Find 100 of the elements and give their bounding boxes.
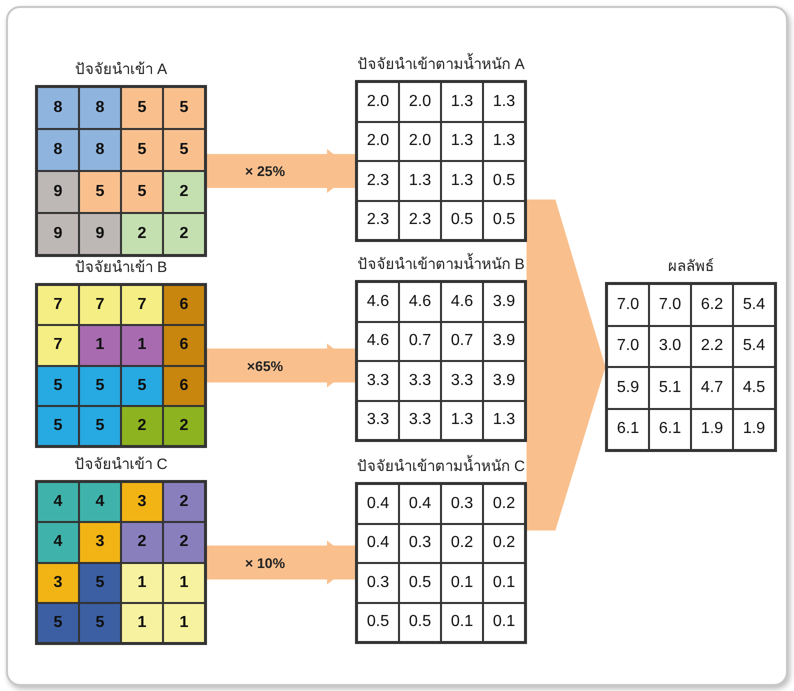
grid-cell: 1.3	[483, 400, 525, 440]
grid-cell: 0.4	[357, 484, 399, 524]
grid-cell: 3.3	[399, 400, 441, 440]
grid-cell: 8	[79, 87, 121, 129]
grid-cell: 0.5	[441, 200, 483, 240]
grid-cell: 0.5	[483, 200, 525, 240]
grid-cell: 1.3	[441, 161, 483, 200]
grid-cell: 5	[163, 129, 205, 171]
grid-cell: 1.3	[483, 82, 525, 122]
merge-arrow	[526, 200, 606, 368]
edge-label: × 10%	[244, 554, 286, 570]
grid-cell: 4	[79, 482, 121, 522]
grid-cell: 9	[37, 171, 79, 213]
weighted-grid	[355, 50, 527, 242]
grid-cell: 7	[37, 325, 79, 366]
edge-label: × 25%	[244, 163, 286, 179]
grid-cell: 1.3	[441, 122, 483, 161]
grid-cell: 5	[121, 366, 163, 406]
arrow	[207, 149, 355, 193]
weighted-grid	[355, 452, 527, 644]
grid-cell: 4	[37, 482, 79, 522]
grid-cell: 5	[121, 87, 163, 129]
grid-cell: 0.4	[357, 524, 399, 563]
grid-cell: 3.9	[483, 322, 525, 361]
grid-cell: 9	[79, 213, 121, 255]
grid-cell: 1.9	[733, 408, 775, 450]
grid-title: ปัจจัยนำเข้าตามน้ำหนัก A	[315, 52, 567, 76]
grid-cell: 0.2	[483, 484, 525, 524]
grid-cell: 2	[163, 522, 205, 562]
grid-cell: 1	[121, 602, 163, 643]
grid-cell: 3	[79, 522, 121, 562]
grid-cell: 8	[37, 129, 79, 171]
grid-cell: 6.1	[607, 408, 649, 450]
grid-cell: 1	[79, 325, 121, 366]
grid-cell: 2	[163, 171, 205, 213]
grid-cell: 0.4	[399, 484, 441, 524]
grid-cell: 2	[121, 406, 163, 446]
weighted-grid	[355, 250, 527, 442]
edge-label: ×65%	[246, 358, 284, 374]
grid-cell: 5.4	[733, 326, 775, 367]
grid-cell: 8	[79, 129, 121, 171]
grid-cell: 1	[121, 562, 163, 603]
grid-cell: 0.3	[441, 484, 483, 524]
grid-cell: 7	[121, 285, 163, 326]
grid-cell: 4.6	[357, 322, 399, 361]
grid-title: ปัจจัยนำเข้าตามน้ำหนัก C	[315, 454, 567, 478]
grid-cell: 4.5	[733, 367, 775, 408]
grid-cell: 1.9	[691, 408, 733, 450]
grid-cell: 2.3	[399, 200, 441, 240]
grid-title: ปัจจัยนำเข้า A	[74, 60, 168, 80]
grid-cell: 7	[37, 285, 79, 326]
grid-cell: 9	[37, 213, 79, 255]
grid-cell: 2	[121, 522, 163, 562]
grid-cell: 5	[79, 171, 121, 213]
grid-cell: 7	[79, 285, 121, 326]
grid-cell: 2.0	[399, 122, 441, 161]
merge-arrow	[526, 309, 606, 421]
grid-cell: 1.3	[441, 400, 483, 440]
grid-cell: 0.1	[483, 602, 525, 642]
grid-cell: 0.5	[483, 161, 525, 200]
grid-cell: 6	[163, 325, 205, 366]
grid-cell: 6	[163, 285, 205, 326]
grid-cell: 0.5	[399, 563, 441, 602]
grid-cell: 2.3	[357, 200, 399, 240]
arrow	[207, 540, 355, 584]
grid-cell: 1.3	[441, 82, 483, 122]
grid-cell: 5.1	[649, 367, 691, 408]
grid-cell: 5	[121, 129, 163, 171]
grid-cell: 3.3	[357, 361, 399, 400]
grid-cell: 1	[163, 602, 205, 643]
grid-cell: 0.1	[441, 602, 483, 642]
grid-cell: 7.0	[607, 326, 649, 367]
grid-cell: 3.0	[649, 326, 691, 367]
grid-cell: 2.3	[357, 161, 399, 200]
grid-cell: 5	[79, 562, 121, 603]
grid-cell: 3	[121, 482, 163, 522]
grid-cell: 0.7	[441, 322, 483, 361]
grid-cell: 2.0	[399, 82, 441, 122]
grid-cell: 3.9	[483, 282, 525, 322]
grid-cell: 2.2	[691, 326, 733, 367]
grid-cell: 5	[37, 406, 79, 446]
grid-cell: 2	[163, 406, 205, 446]
grid-cell: 3	[37, 562, 79, 603]
grid-cell: 0.1	[483, 563, 525, 602]
grid-cell: 2.0	[357, 122, 399, 161]
grid-cell: 5	[79, 406, 121, 446]
grid-cell: 3.3	[357, 400, 399, 440]
grid-title: ปัจจัยนำเข้า C	[74, 455, 168, 475]
grid-cell: 1	[163, 562, 205, 603]
grid-cell: 3.3	[441, 361, 483, 400]
grid-cell: 3.9	[483, 361, 525, 400]
grid-cell: 4	[37, 522, 79, 562]
grid-cell: 0.2	[441, 524, 483, 563]
merge-arrow	[526, 366, 606, 530]
grid-cell: 7.0	[649, 284, 691, 326]
grid-cell: 5.9	[607, 367, 649, 408]
grid-cell: 5	[163, 87, 205, 129]
grid-cell: 4.7	[691, 367, 733, 408]
grid-cell: 6.2	[691, 284, 733, 326]
grid-cell: 5	[37, 602, 79, 643]
